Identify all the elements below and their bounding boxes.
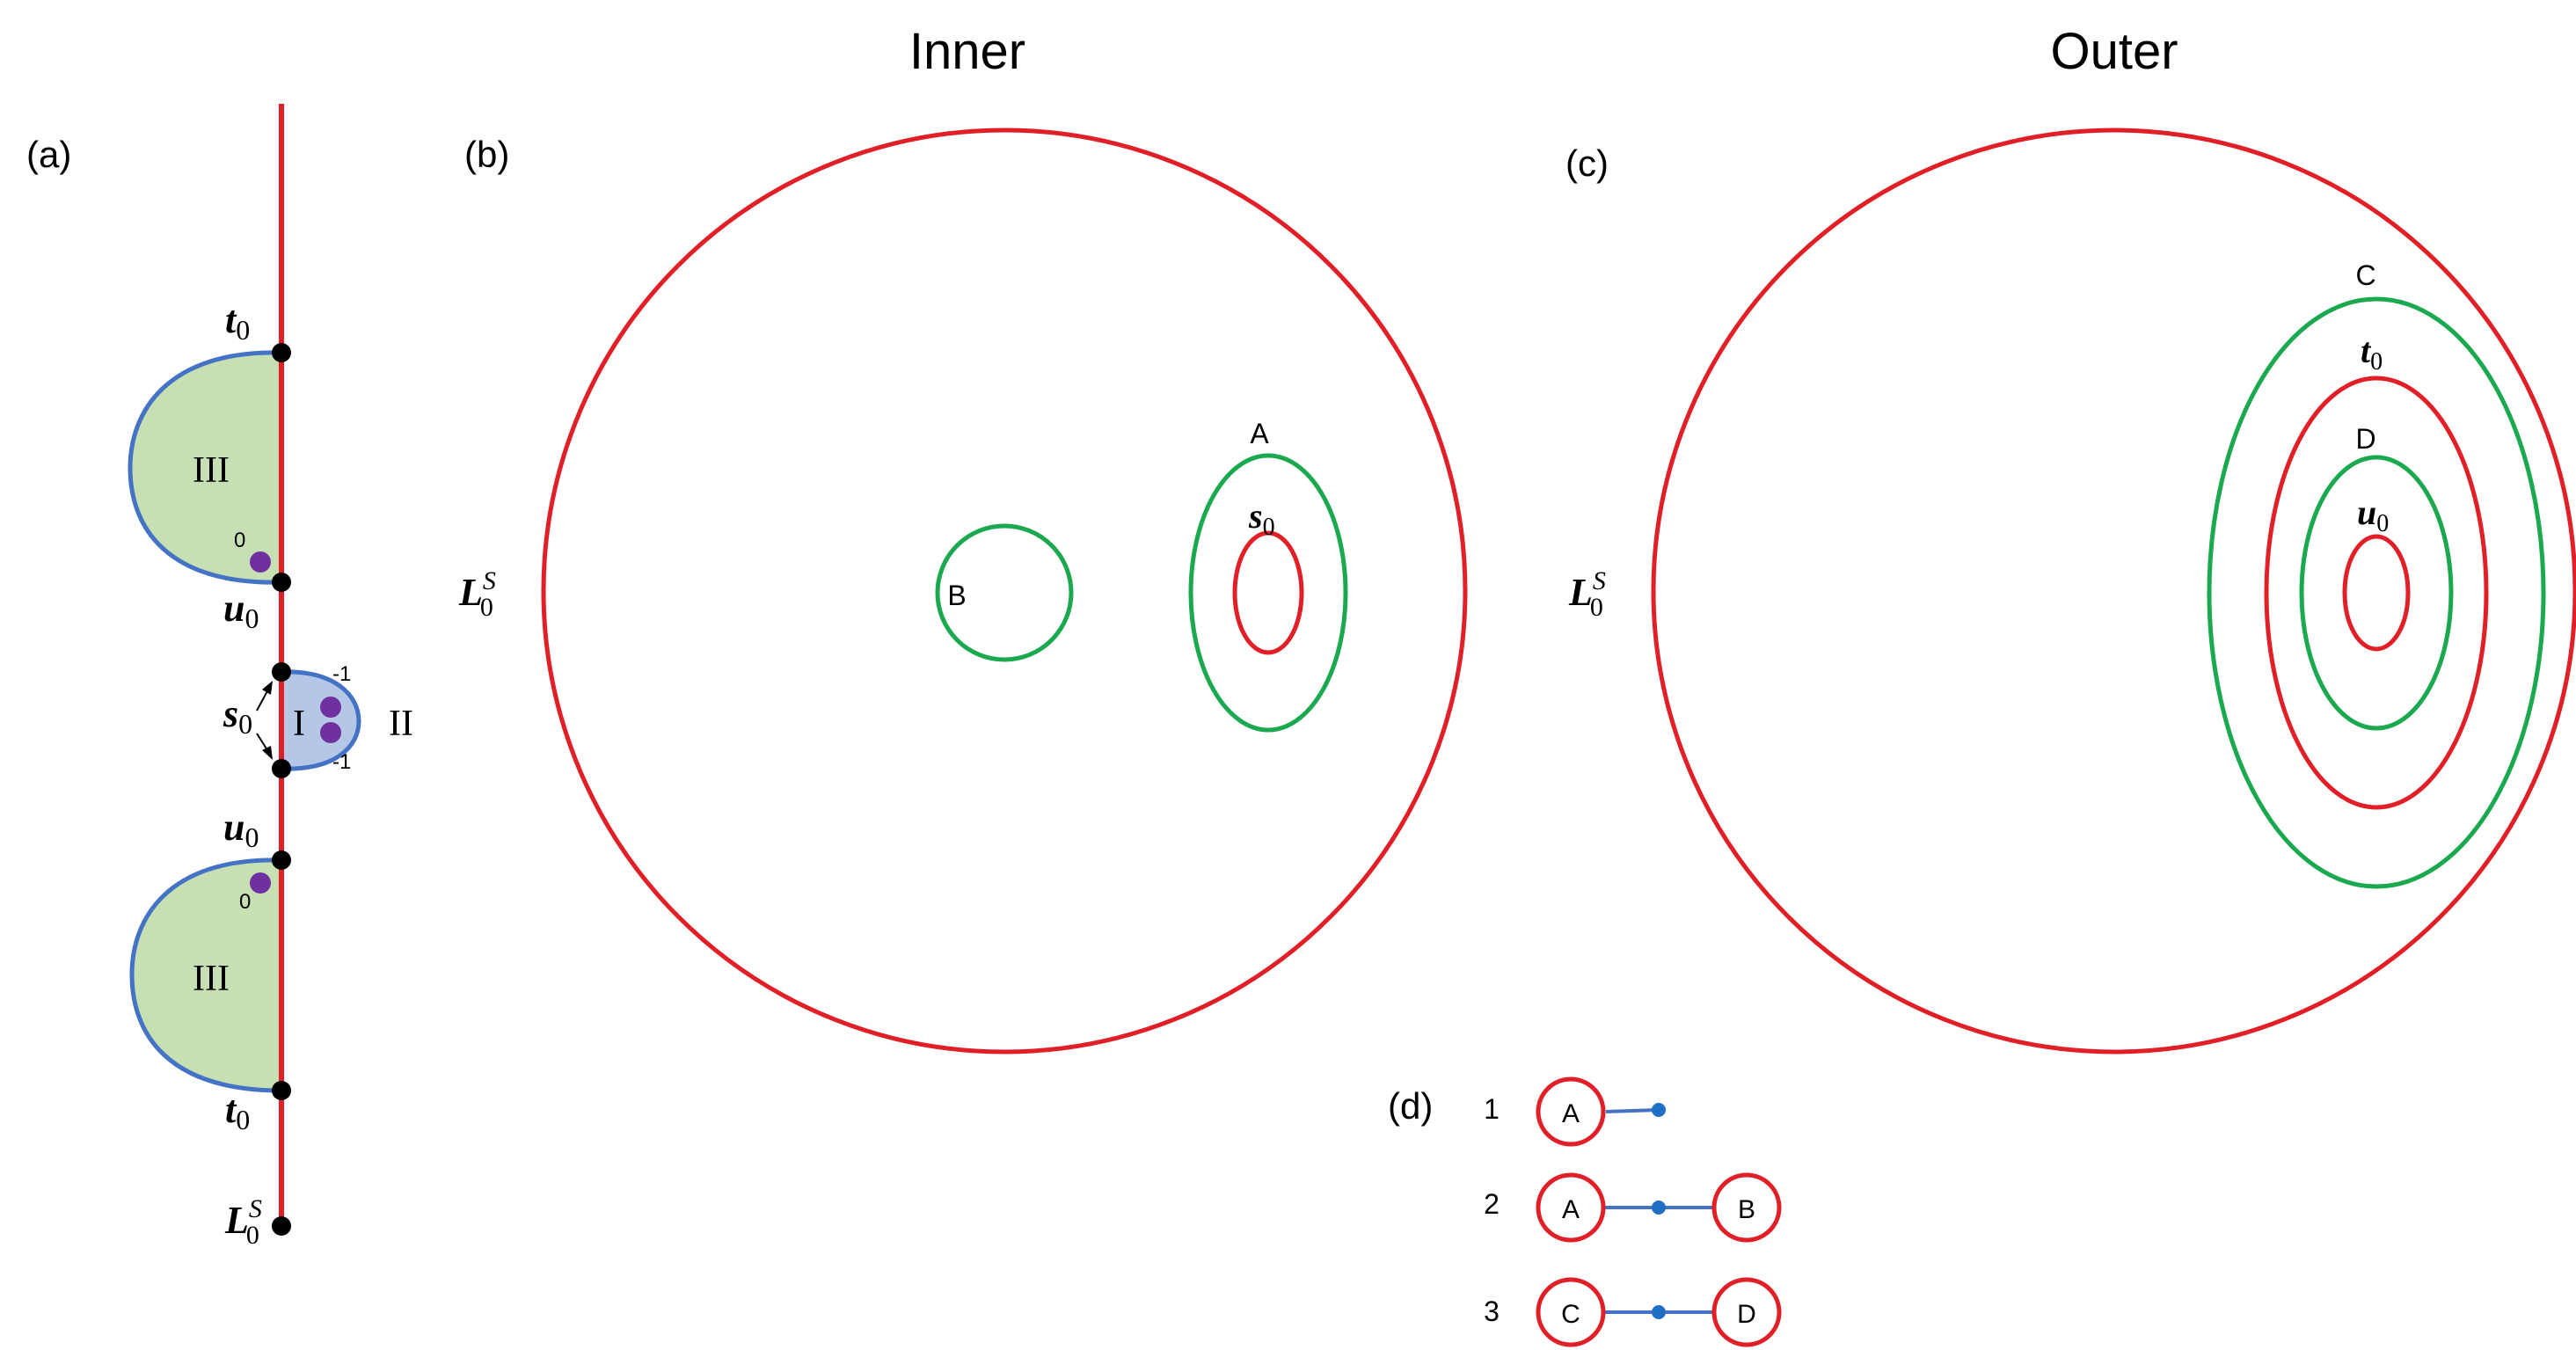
node-s0-lower	[272, 759, 291, 778]
node-u0-upper	[272, 573, 291, 592]
label-circle-B: B	[947, 580, 966, 611]
tree-row-2-left-node	[1536, 1172, 1606, 1243]
tree-row-3-left-node	[1536, 1277, 1606, 1347]
label-t0-top: t0	[225, 298, 250, 346]
tree-row-2-right-node	[1711, 1172, 1782, 1243]
tree-row-2-left-label: A	[1562, 1195, 1580, 1224]
charge-label-top: 0	[234, 529, 245, 552]
tree-row-3-right-node	[1711, 1277, 1782, 1347]
circle-L0S-outer	[1651, 128, 2576, 1054]
label-circle-C: C	[2355, 259, 2375, 291]
charge-dot-i-upper	[320, 697, 341, 718]
node-t0-top	[272, 343, 291, 362]
circle-t0	[2264, 376, 2489, 810]
panel-label-a: (a)	[26, 134, 71, 175]
region-label-ii: II	[389, 704, 413, 744]
label-t0-c: t0	[2361, 331, 2383, 376]
label-circle-A: A	[1250, 418, 1269, 449]
tree-row-3-right-label: D	[1737, 1300, 1756, 1329]
s0-arrow-up-head	[262, 681, 273, 695]
circle-D	[2299, 455, 2454, 731]
region-iii-bottom-shape	[129, 857, 284, 1093]
tree-row-2-center-dot	[1652, 1200, 1666, 1215]
tree-row-1-left-label: A	[1562, 1099, 1580, 1128]
label-t0-bottom: t0	[225, 1088, 250, 1135]
charge-label-i-lower: -1	[332, 750, 351, 774]
label-u0-lower: u0	[223, 806, 259, 853]
node-s0-upper	[272, 662, 291, 682]
circle-L0S-inner	[541, 128, 1468, 1054]
node-u0-lower	[272, 850, 291, 870]
title-outer: Outer	[2050, 23, 2178, 80]
label-circle-D: D	[2355, 423, 2375, 455]
panel-d: 1 A 2 A B 3 C D	[1484, 1076, 1782, 1347]
tree-row-1-index: 1	[1484, 1093, 1500, 1125]
tree-row-3-index: 3	[1484, 1295, 1500, 1327]
circle-u0	[2342, 534, 2411, 652]
tree-row-3-center-dot	[1652, 1305, 1666, 1319]
region-label-i: I	[293, 704, 305, 744]
node-L0S	[272, 1216, 291, 1236]
tree-row-1-edge	[1605, 1108, 1660, 1113]
tree-row-2-index: 2	[1484, 1188, 1500, 1220]
title-inner: Inner	[909, 23, 1025, 80]
tree-row-1-center-dot	[1652, 1103, 1666, 1117]
region-label-iii-bottom: III	[193, 959, 230, 999]
tree-row-3-left-label: C	[1561, 1300, 1580, 1329]
label-s0-b: s0	[1248, 496, 1275, 541]
s0-arrow-down-head	[262, 746, 273, 760]
panel-a: 0 0 -1 -1 III III I II t0 u0 s0 u0 t0 LS…	[128, 104, 413, 1250]
node-t0-bottom	[272, 1081, 291, 1100]
region-label-iii-top: III	[193, 450, 230, 491]
tree-row-2-right-label: B	[1738, 1195, 1755, 1224]
circle-s0	[1232, 530, 1304, 655]
charge-dot-i-lower	[320, 722, 341, 743]
label-s0: s0	[223, 692, 252, 740]
panel-label-c: (c)	[1565, 142, 1609, 184]
tree-row-1-left-node	[1536, 1076, 1606, 1147]
panel-label-b: (b)	[464, 134, 509, 175]
circle-A	[1188, 453, 1348, 733]
region-iii-top-shape	[128, 350, 284, 585]
panel-label-d: (d)	[1388, 1085, 1433, 1127]
charge-label-bottom: 0	[239, 890, 251, 914]
charge-label-i-upper: -1	[332, 662, 351, 686]
region-i-shape	[279, 669, 361, 771]
circle-C	[2207, 296, 2546, 889]
label-u0-c: u0	[2357, 493, 2389, 537]
charge-dot-top	[250, 551, 271, 573]
label-u0-upper: u0	[223, 587, 259, 634]
circle-B	[935, 523, 1074, 662]
charge-dot-bottom	[250, 872, 271, 894]
